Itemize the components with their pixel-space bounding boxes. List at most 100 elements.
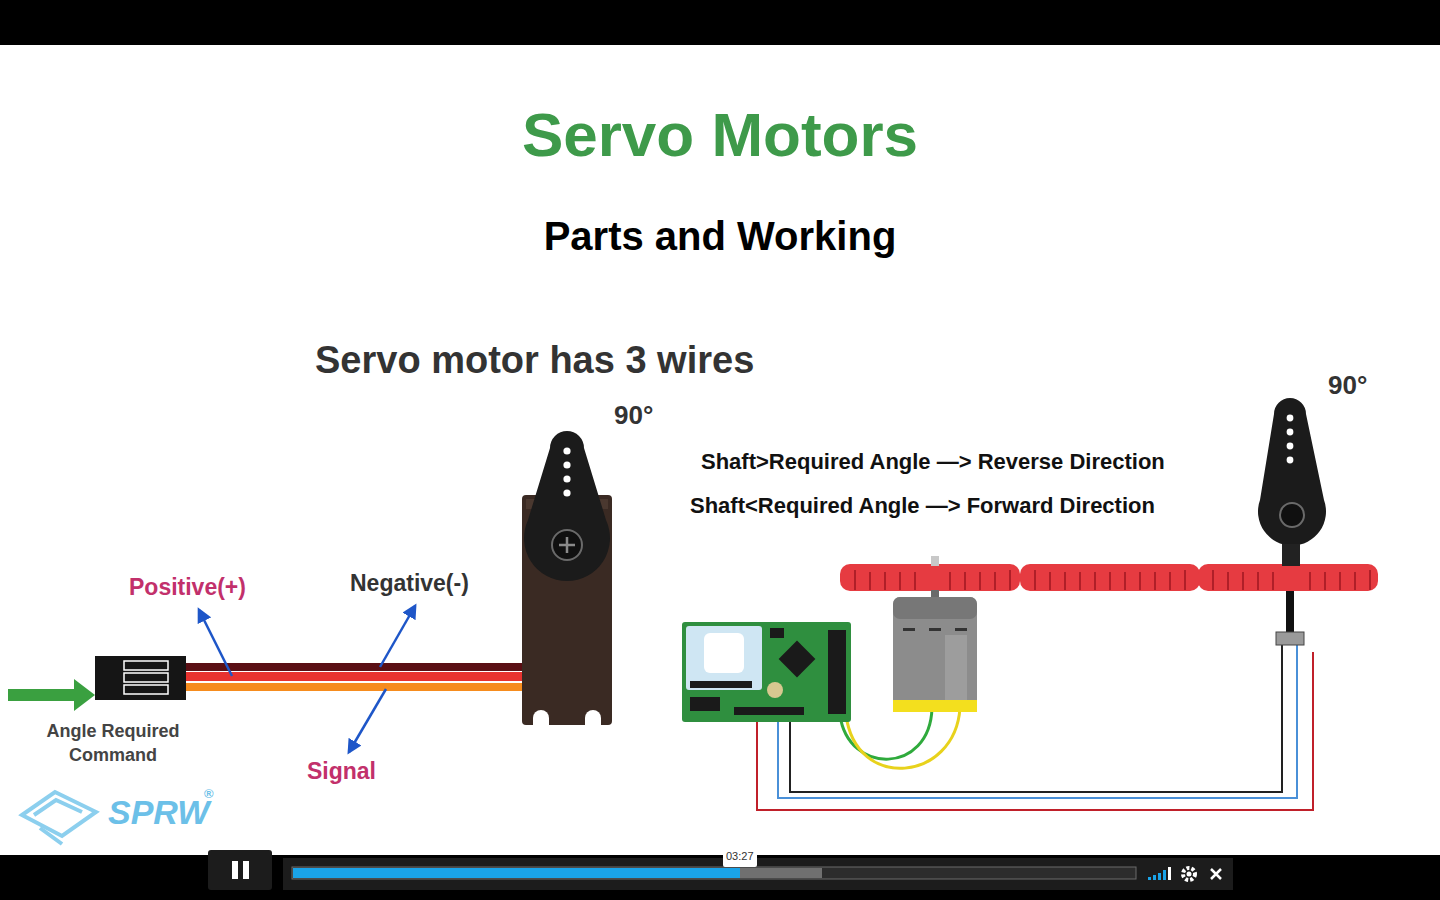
horn-hole xyxy=(1287,443,1294,450)
pause-button xyxy=(208,850,272,890)
subtitle: Parts and Working xyxy=(370,212,1070,260)
pcb-component xyxy=(690,697,720,711)
feedback-wire xyxy=(778,645,1297,798)
motor-wire xyxy=(846,708,960,768)
leader-line xyxy=(380,606,415,667)
pcb-module-pins xyxy=(690,681,752,688)
rule-note: Shaft>Required Angle —> Reverse Directio… xyxy=(701,449,1165,475)
mount-notch xyxy=(533,710,549,726)
wire-label: Negative(-) xyxy=(350,570,469,598)
positive-wire xyxy=(186,672,523,681)
top-bar xyxy=(0,0,1440,45)
screw-cross xyxy=(559,537,575,553)
rule-note: Shaft<Required Angle —> Forward Directio… xyxy=(690,493,1155,519)
dc-motor xyxy=(893,590,977,712)
wire-label: Signal xyxy=(307,758,376,786)
volume-bar xyxy=(1163,870,1166,880)
progress-track xyxy=(292,867,1136,879)
watermark: SPRW xyxy=(108,792,209,833)
motor-wire xyxy=(840,708,932,759)
pcb-chip xyxy=(779,641,816,678)
servo-connector xyxy=(95,656,186,700)
motor-endcap xyxy=(893,700,977,712)
output-shaft xyxy=(1258,398,1326,645)
motor-highlight xyxy=(945,635,967,701)
watermark-mark: ® xyxy=(204,786,214,802)
leader-arrows xyxy=(199,606,415,752)
time-text: 03:27 xyxy=(726,850,754,863)
arrow-head xyxy=(74,679,95,711)
negative-wire xyxy=(186,663,523,671)
logo-shape xyxy=(34,800,82,815)
heading-note: Servo motor has 3 wires xyxy=(315,338,754,384)
horn-hole xyxy=(1287,429,1294,436)
pcb-header xyxy=(734,707,804,715)
pcb-module-can xyxy=(704,633,744,673)
horn-screw xyxy=(1280,503,1304,527)
leader-line xyxy=(349,689,386,752)
fullscreen-icon xyxy=(1211,869,1221,879)
slide-title: Servo Motors xyxy=(0,98,1440,172)
horn-hub xyxy=(1282,544,1300,566)
volume-bar xyxy=(1168,867,1171,880)
arrow-shaft xyxy=(8,689,76,701)
progress-played xyxy=(293,868,740,878)
motor-slot xyxy=(955,628,967,631)
horn-hole xyxy=(1287,457,1294,464)
angle-value: 90° xyxy=(614,400,653,431)
horn-hole xyxy=(563,447,570,454)
shaft xyxy=(1286,591,1294,633)
gear-spindle xyxy=(931,556,939,566)
gear xyxy=(1198,564,1378,591)
signal-wire xyxy=(186,683,523,691)
pcb-module xyxy=(686,626,762,690)
control-panel xyxy=(283,858,1233,890)
connector-slot xyxy=(124,685,168,694)
volume-bar xyxy=(1148,877,1151,880)
servo-horn xyxy=(524,431,610,581)
motor-can xyxy=(893,597,977,709)
mount-notch xyxy=(585,710,601,726)
volume-bar xyxy=(1158,873,1161,880)
horn-hole xyxy=(563,475,570,482)
pause-icon xyxy=(232,861,238,879)
input-arrow xyxy=(8,679,95,711)
player-bar xyxy=(0,850,1440,900)
pcb xyxy=(682,622,851,722)
pcb-component xyxy=(770,628,784,638)
servo-wires xyxy=(186,663,523,691)
pcb-component xyxy=(767,682,783,698)
servo-horn xyxy=(1258,398,1326,545)
angle-value: 90° xyxy=(1328,370,1367,401)
ground-wire xyxy=(790,645,1282,792)
logo-mark xyxy=(22,792,96,844)
horn-hole xyxy=(1287,415,1294,422)
gear xyxy=(840,564,1020,591)
pcb-header xyxy=(828,630,846,714)
title-text: Servo Motors xyxy=(522,100,918,169)
connector-slot xyxy=(124,661,168,670)
time-tooltip: 03:27 xyxy=(723,847,757,867)
connector-body xyxy=(95,656,186,700)
control-board xyxy=(682,622,851,722)
mount-notch xyxy=(533,718,549,726)
potentiometer xyxy=(1276,632,1304,645)
pause-icon xyxy=(243,861,249,879)
wire-label: Positive(+) xyxy=(129,574,246,602)
connector-slot xyxy=(124,673,168,682)
leader-line xyxy=(199,610,232,676)
volume-bar xyxy=(1153,875,1156,880)
logo-shape xyxy=(40,828,62,844)
motor-slot xyxy=(929,628,941,631)
servo-motor xyxy=(522,431,612,726)
settings-icon xyxy=(1183,868,1195,880)
motor-cap xyxy=(893,597,977,619)
horn-hole xyxy=(563,461,570,468)
gear-teeth xyxy=(855,570,1370,590)
progress-buffer xyxy=(293,868,822,878)
logo-shape xyxy=(22,792,96,836)
motor-slot xyxy=(903,628,915,631)
horn-screw xyxy=(552,530,582,560)
mount-notch xyxy=(585,718,601,726)
